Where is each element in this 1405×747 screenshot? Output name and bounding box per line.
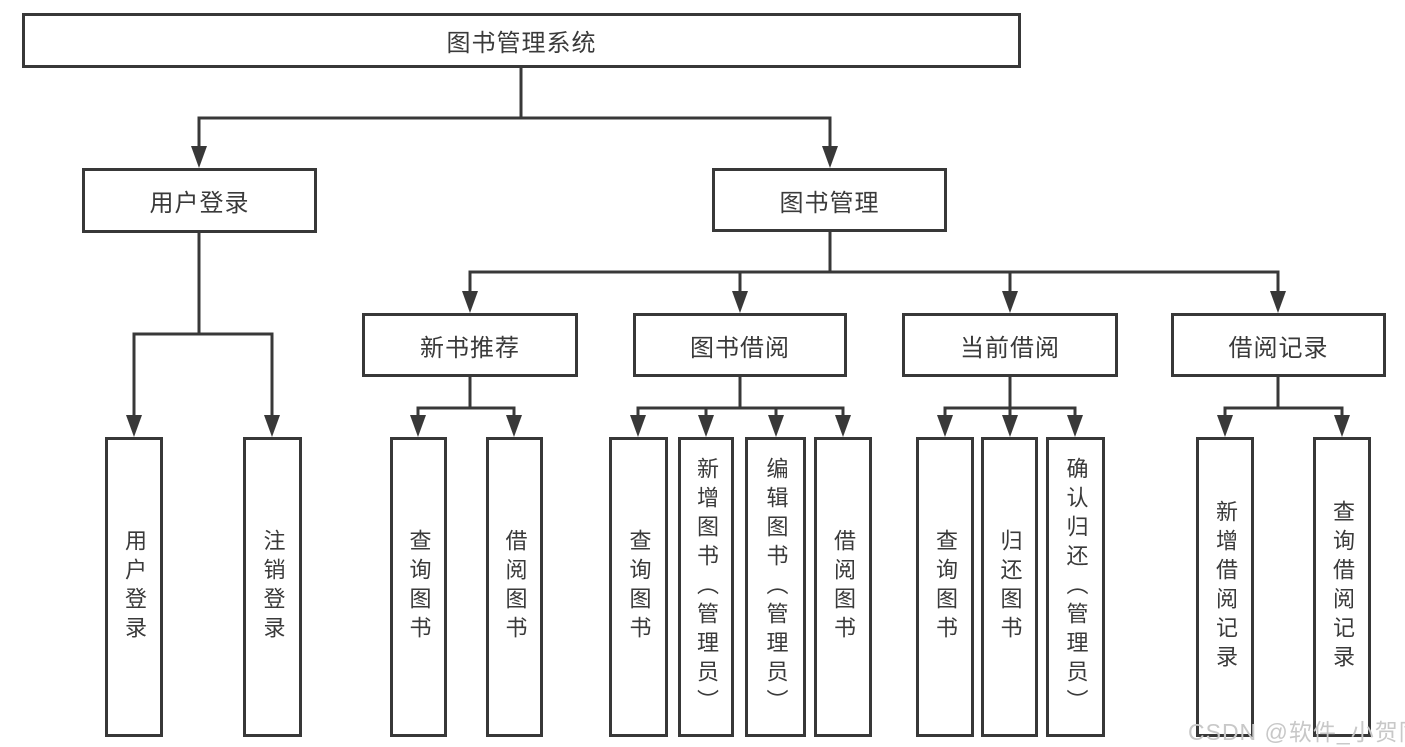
leaf-brec-add-record: 新增借阅记录 <box>1196 437 1254 737</box>
node-borrow-records: 借阅记录 <box>1171 313 1386 377</box>
leaf-cur-search-books-label: 查询图书 <box>933 529 958 645</box>
leaf-rec-borrow-books: 借阅图书 <box>486 437 543 737</box>
leaf-user-login: 用户登录 <box>105 437 163 737</box>
node-new-book-recommend-label: 新书推荐 <box>420 334 520 362</box>
node-book-borrow: 图书借阅 <box>633 313 847 377</box>
leaf-bor-add-books: 新增图书（管理员） <box>678 437 734 737</box>
csdn-watermark: CSDN @软件_小贺同学 <box>1188 719 1405 745</box>
leaf-bor-add-books-label: 新增图书（管理员） <box>694 456 719 718</box>
connector-arrowheads <box>126 146 1350 437</box>
leaf-rec-search-books-label: 查询图书 <box>406 529 432 645</box>
leaf-logout: 注销登录 <box>243 437 302 737</box>
leaf-logout-label: 注销登录 <box>260 529 286 645</box>
node-borrow-records-label: 借阅记录 <box>1228 334 1329 362</box>
node-current-borrow: 当前借阅 <box>902 313 1118 377</box>
leaf-brec-add-record-label: 新增借阅记录 <box>1213 500 1238 674</box>
leaf-cur-search-books: 查询图书 <box>916 437 974 737</box>
node-root: 图书管理系统 <box>22 13 1021 68</box>
node-book-management: 图书管理 <box>712 168 947 232</box>
node-root-label: 图书管理系统 <box>446 30 597 57</box>
leaf-rec-borrow-books-label: 借阅图书 <box>502 529 528 645</box>
leaf-bor-borrow-books-label: 借阅图书 <box>831 529 856 645</box>
node-user-login-label: 用户登录 <box>149 190 250 217</box>
leaf-cur-confirm-return-label: 确认归还（管理员） <box>1063 456 1089 718</box>
leaf-bor-search-books: 查询图书 <box>609 437 668 737</box>
node-new-book-recommend: 新书推荐 <box>362 313 578 377</box>
leaf-brec-search-record-label: 查询借阅记录 <box>1330 500 1355 674</box>
leaf-cur-return-books: 归还图书 <box>981 437 1038 737</box>
node-current-borrow-label: 当前借阅 <box>960 334 1060 362</box>
leaf-bor-edit-books-label: 编辑图书（管理员） <box>763 456 789 718</box>
leaf-bor-edit-books: 编辑图书（管理员） <box>745 437 806 737</box>
leaf-user-login-label: 用户登录 <box>122 529 147 645</box>
node-book-management-label: 图书管理 <box>779 189 880 217</box>
node-book-borrow-label: 图书借阅 <box>690 334 790 362</box>
leaf-bor-search-books-label: 查询图书 <box>626 529 652 645</box>
leaf-brec-search-record: 查询借阅记录 <box>1313 437 1371 737</box>
leaf-rec-search-books: 查询图书 <box>390 437 447 737</box>
node-user-login: 用户登录 <box>82 168 317 233</box>
leaf-cur-confirm-return: 确认归还（管理员） <box>1046 437 1105 737</box>
leaf-cur-return-books-label: 归还图书 <box>997 529 1023 645</box>
leaf-bor-borrow-books: 借阅图书 <box>814 437 872 737</box>
